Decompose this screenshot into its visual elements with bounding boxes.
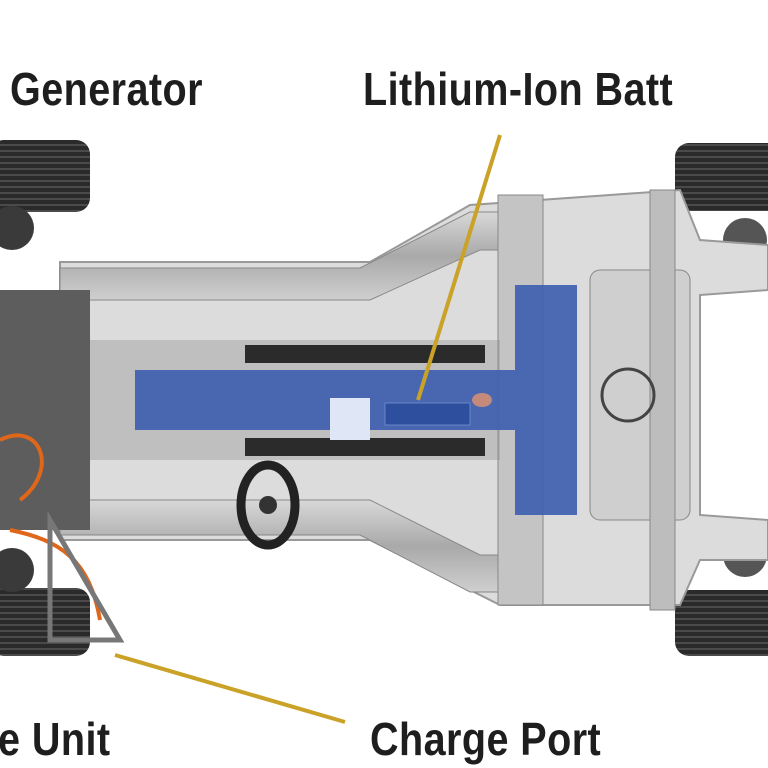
steering-wheel: [236, 460, 300, 550]
battery-label: Lithium-Ion Batt: [363, 63, 674, 115]
charge-port-leader-line: [114, 653, 346, 724]
battery-leader-line: [416, 134, 502, 401]
lithium-ion-battery: [135, 285, 577, 515]
charge-port-label: Charge Port: [370, 713, 602, 765]
tire-rear-left: [675, 143, 768, 211]
tire-front-right: [0, 588, 90, 656]
generator-label: Generator: [10, 63, 203, 115]
tire-rear-right: [675, 590, 768, 656]
front-drive-unit: [0, 290, 125, 643]
tire-front-left: [0, 140, 90, 212]
drive-unit-label: e Unit: [0, 713, 111, 765]
